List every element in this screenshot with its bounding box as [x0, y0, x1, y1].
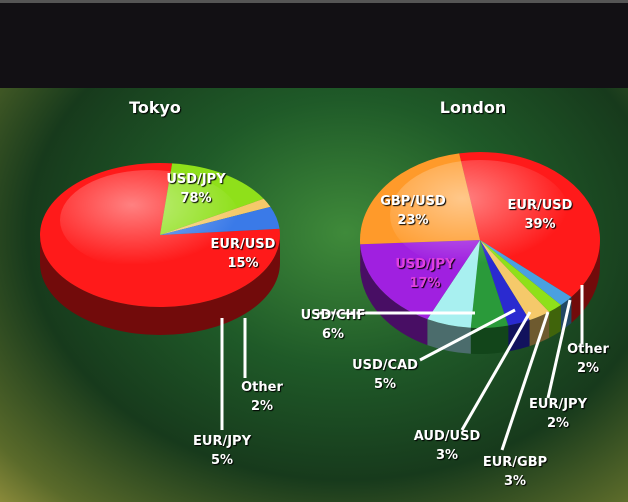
slice-percent: 17%: [409, 276, 441, 291]
slice-name: EUR/USD: [507, 198, 573, 213]
leader-line: [419, 308, 516, 362]
slice-name: Other: [241, 380, 283, 395]
slice-percent: 2%: [546, 416, 570, 431]
slice-name: USD/CHF: [300, 308, 366, 323]
london-usd-jpy-label: USD/JPY 17%: [395, 255, 454, 293]
leader-line: [460, 311, 532, 431]
slice-percent: 3%: [435, 448, 459, 463]
london-wall-aud-usd: [508, 320, 530, 352]
tokyo-eur-jpy-label: EUR/JPY 5%: [193, 432, 251, 470]
tokyo-highlight: [60, 170, 240, 270]
london-other-label: Other 2%: [567, 340, 609, 378]
london-eur-gbp-label: EUR/GBP 3%: [483, 453, 547, 491]
dark-header-band: [0, 0, 628, 88]
slice-percent: 5%: [210, 453, 234, 468]
london-aud-usd-label: AUD/USD 3%: [414, 427, 480, 465]
london-eur-usd-label: EUR/USD 39%: [508, 196, 573, 234]
slice-name: Other: [567, 342, 609, 357]
slice-name: USD/JPY: [395, 257, 455, 272]
tokyo-other-label: Other 2%: [241, 378, 283, 416]
slice-percent: 15%: [227, 256, 259, 271]
london-wall-eur-usd: [571, 240, 600, 324]
london-gbp-usd-label: GBP/USD 23%: [380, 192, 446, 230]
slice-percent: 39%: [524, 217, 556, 232]
slice-percent: 78%: [180, 191, 212, 206]
london-usd-chf-label: USD/CHF 6%: [301, 306, 366, 344]
slice-percent: 3%: [503, 474, 527, 489]
tokyo-wall-usd-jpy: [40, 235, 280, 335]
tokyo-eur-usd-label: EUR/USD 15%: [211, 235, 276, 273]
slice-name: USD/JPY: [166, 172, 226, 187]
london-wall-usd-jpy: [360, 244, 428, 346]
tokyo-usd-jpy-label: USD/JPY 78%: [166, 170, 225, 208]
slice-name: USD/CAD: [352, 358, 418, 373]
slice-name: EUR/USD: [210, 237, 276, 252]
slice-name: EUR/JPY: [529, 397, 587, 412]
london-wall-usd-cad: [470, 325, 509, 354]
london-wall-usd-chf: [427, 319, 471, 354]
slice-percent: 23%: [397, 213, 429, 228]
slice-name: EUR/JPY: [193, 434, 251, 449]
slice-name: EUR/GBP: [482, 455, 548, 470]
slice-percent: 6%: [321, 327, 345, 342]
slice-percent: 5%: [373, 377, 397, 392]
london-usd-cad-label: USD/CAD 5%: [352, 356, 418, 394]
slice-percent: 2%: [576, 361, 600, 376]
tokyo-title: Tokyo: [129, 98, 181, 117]
slice-percent: 2%: [250, 399, 274, 414]
london-title: London: [439, 98, 507, 117]
slice-name: AUD/USD: [413, 429, 481, 444]
london-wall-eur-jpy: [549, 304, 561, 338]
london-highlight: [390, 160, 570, 270]
london-eur-jpy-label: EUR/JPY 2%: [529, 395, 587, 433]
leader-line: [500, 311, 550, 451]
leader-line: [546, 299, 572, 399]
slice-name: GBP/USD: [380, 194, 446, 209]
